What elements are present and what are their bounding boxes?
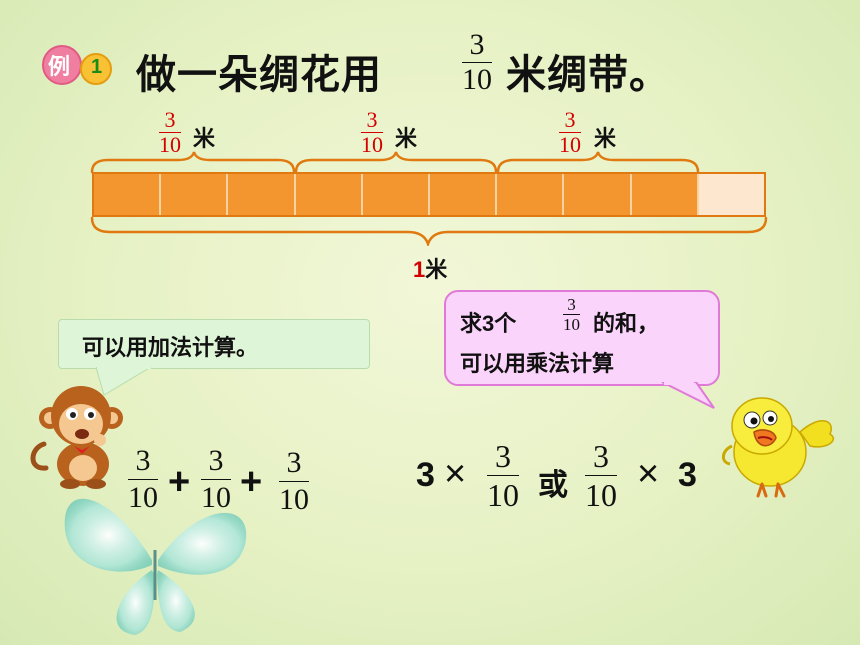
total-label: 1米: [413, 252, 447, 284]
frac-num: 3: [495, 438, 511, 474]
badge-number: 1: [91, 56, 103, 78]
frac-bar: [128, 479, 158, 480]
plus-sign-1: +: [168, 461, 191, 503]
frac-num: 3: [593, 438, 609, 474]
frac-den: 10: [279, 483, 309, 516]
times-sign-1: ×: [444, 453, 467, 495]
ribbon-segment: [631, 174, 699, 215]
ribbon-segment: [94, 174, 162, 215]
times-sign-2: ×: [637, 453, 660, 495]
frac-den: 10: [201, 481, 231, 514]
ribbon-segment: [564, 174, 632, 215]
monkey-icon: [30, 386, 123, 489]
mult-fraction-1: 3 10: [487, 440, 519, 511]
bird-icon: [722, 397, 835, 498]
frac-num: 3: [286, 446, 302, 479]
frac-bar: [279, 481, 309, 482]
frac-bar: [559, 132, 581, 133]
title-frac-num: 3: [469, 28, 485, 61]
title-fraction: 3 10: [462, 30, 492, 95]
mult-bubble-line2: 可以用乘法计算: [460, 351, 615, 376]
mult-fraction-2: 3 10: [585, 440, 617, 511]
mult-bubble-fraction: 3 10: [563, 296, 580, 333]
or-word: 或: [538, 469, 568, 502]
badge-char: 例: [48, 54, 71, 79]
part-label-fraction-2: 3 10: [361, 109, 383, 156]
ribbon-segment: [497, 174, 565, 215]
ribbon-segment: [228, 174, 296, 215]
frac-bar: [201, 479, 231, 480]
bubble-tail-right: [661, 382, 715, 409]
frac-bar: [585, 475, 617, 476]
title-after: 米绸带。: [506, 53, 670, 97]
ribbon-segment: [430, 174, 498, 215]
addend-fraction-2: 3 10: [201, 446, 231, 513]
addend-fraction-1: 3 10: [128, 446, 158, 513]
addition-bubble-text: 可以用加法计算。: [82, 335, 259, 360]
addition-speech-bubble: [58, 319, 370, 369]
top-braces: [90, 151, 700, 174]
ribbon-segment-remaining: [698, 174, 765, 215]
part-label-fraction-1: 3 10: [159, 109, 181, 156]
mult-bubble-line1-before: 求3个: [460, 311, 517, 336]
frac-bar: [159, 132, 181, 133]
frac-num: 3: [366, 107, 378, 132]
ribbon-bar: [92, 172, 766, 217]
mult-right-factor: 3: [678, 456, 697, 494]
frac-num: 3: [135, 444, 151, 477]
total-number: 1: [413, 257, 426, 282]
frac-num: 3: [208, 444, 224, 477]
frac-bar: [487, 475, 519, 476]
title-frac-bar: [462, 62, 492, 63]
frac-den: 10: [585, 477, 617, 513]
title-frac-den: 10: [462, 63, 492, 96]
ribbon-segment: [161, 174, 229, 215]
frac-den: 10: [487, 477, 519, 513]
addend-fraction-3: 3 10: [279, 448, 309, 515]
bottom-brace: [90, 216, 768, 246]
mult-left-factor: 3: [416, 456, 435, 494]
bubble-tail-left: [96, 367, 152, 396]
plus-sign-2: +: [240, 461, 263, 503]
frac-num: 3: [567, 295, 576, 314]
frac-den: 10: [563, 315, 580, 334]
frac-den: 10: [128, 481, 158, 514]
multiplication-speech-bubble: [444, 290, 720, 386]
frac-num: 3: [164, 107, 176, 132]
part-label-fraction-3: 3 10: [559, 109, 581, 156]
part-label-unit-1: 米: [193, 126, 216, 151]
part-label-unit-3: 米: [594, 126, 617, 151]
part-label-unit-2: 米: [395, 126, 418, 151]
frac-den: 10: [159, 132, 181, 157]
ribbon-segment: [362, 174, 431, 215]
frac-den: 10: [559, 132, 581, 157]
butterfly-icon: [64, 498, 247, 635]
total-unit: 米: [425, 257, 448, 282]
frac-bar: [361, 132, 383, 133]
ribbon-segment: [295, 174, 363, 215]
frac-num: 3: [564, 107, 576, 132]
mult-bubble-line1-after: 的和，: [593, 311, 660, 336]
example-badge: [42, 45, 112, 85]
frac-den: 10: [361, 132, 383, 157]
title-before: 做一朵绸花用: [136, 53, 382, 97]
frac-bar: [563, 314, 580, 315]
